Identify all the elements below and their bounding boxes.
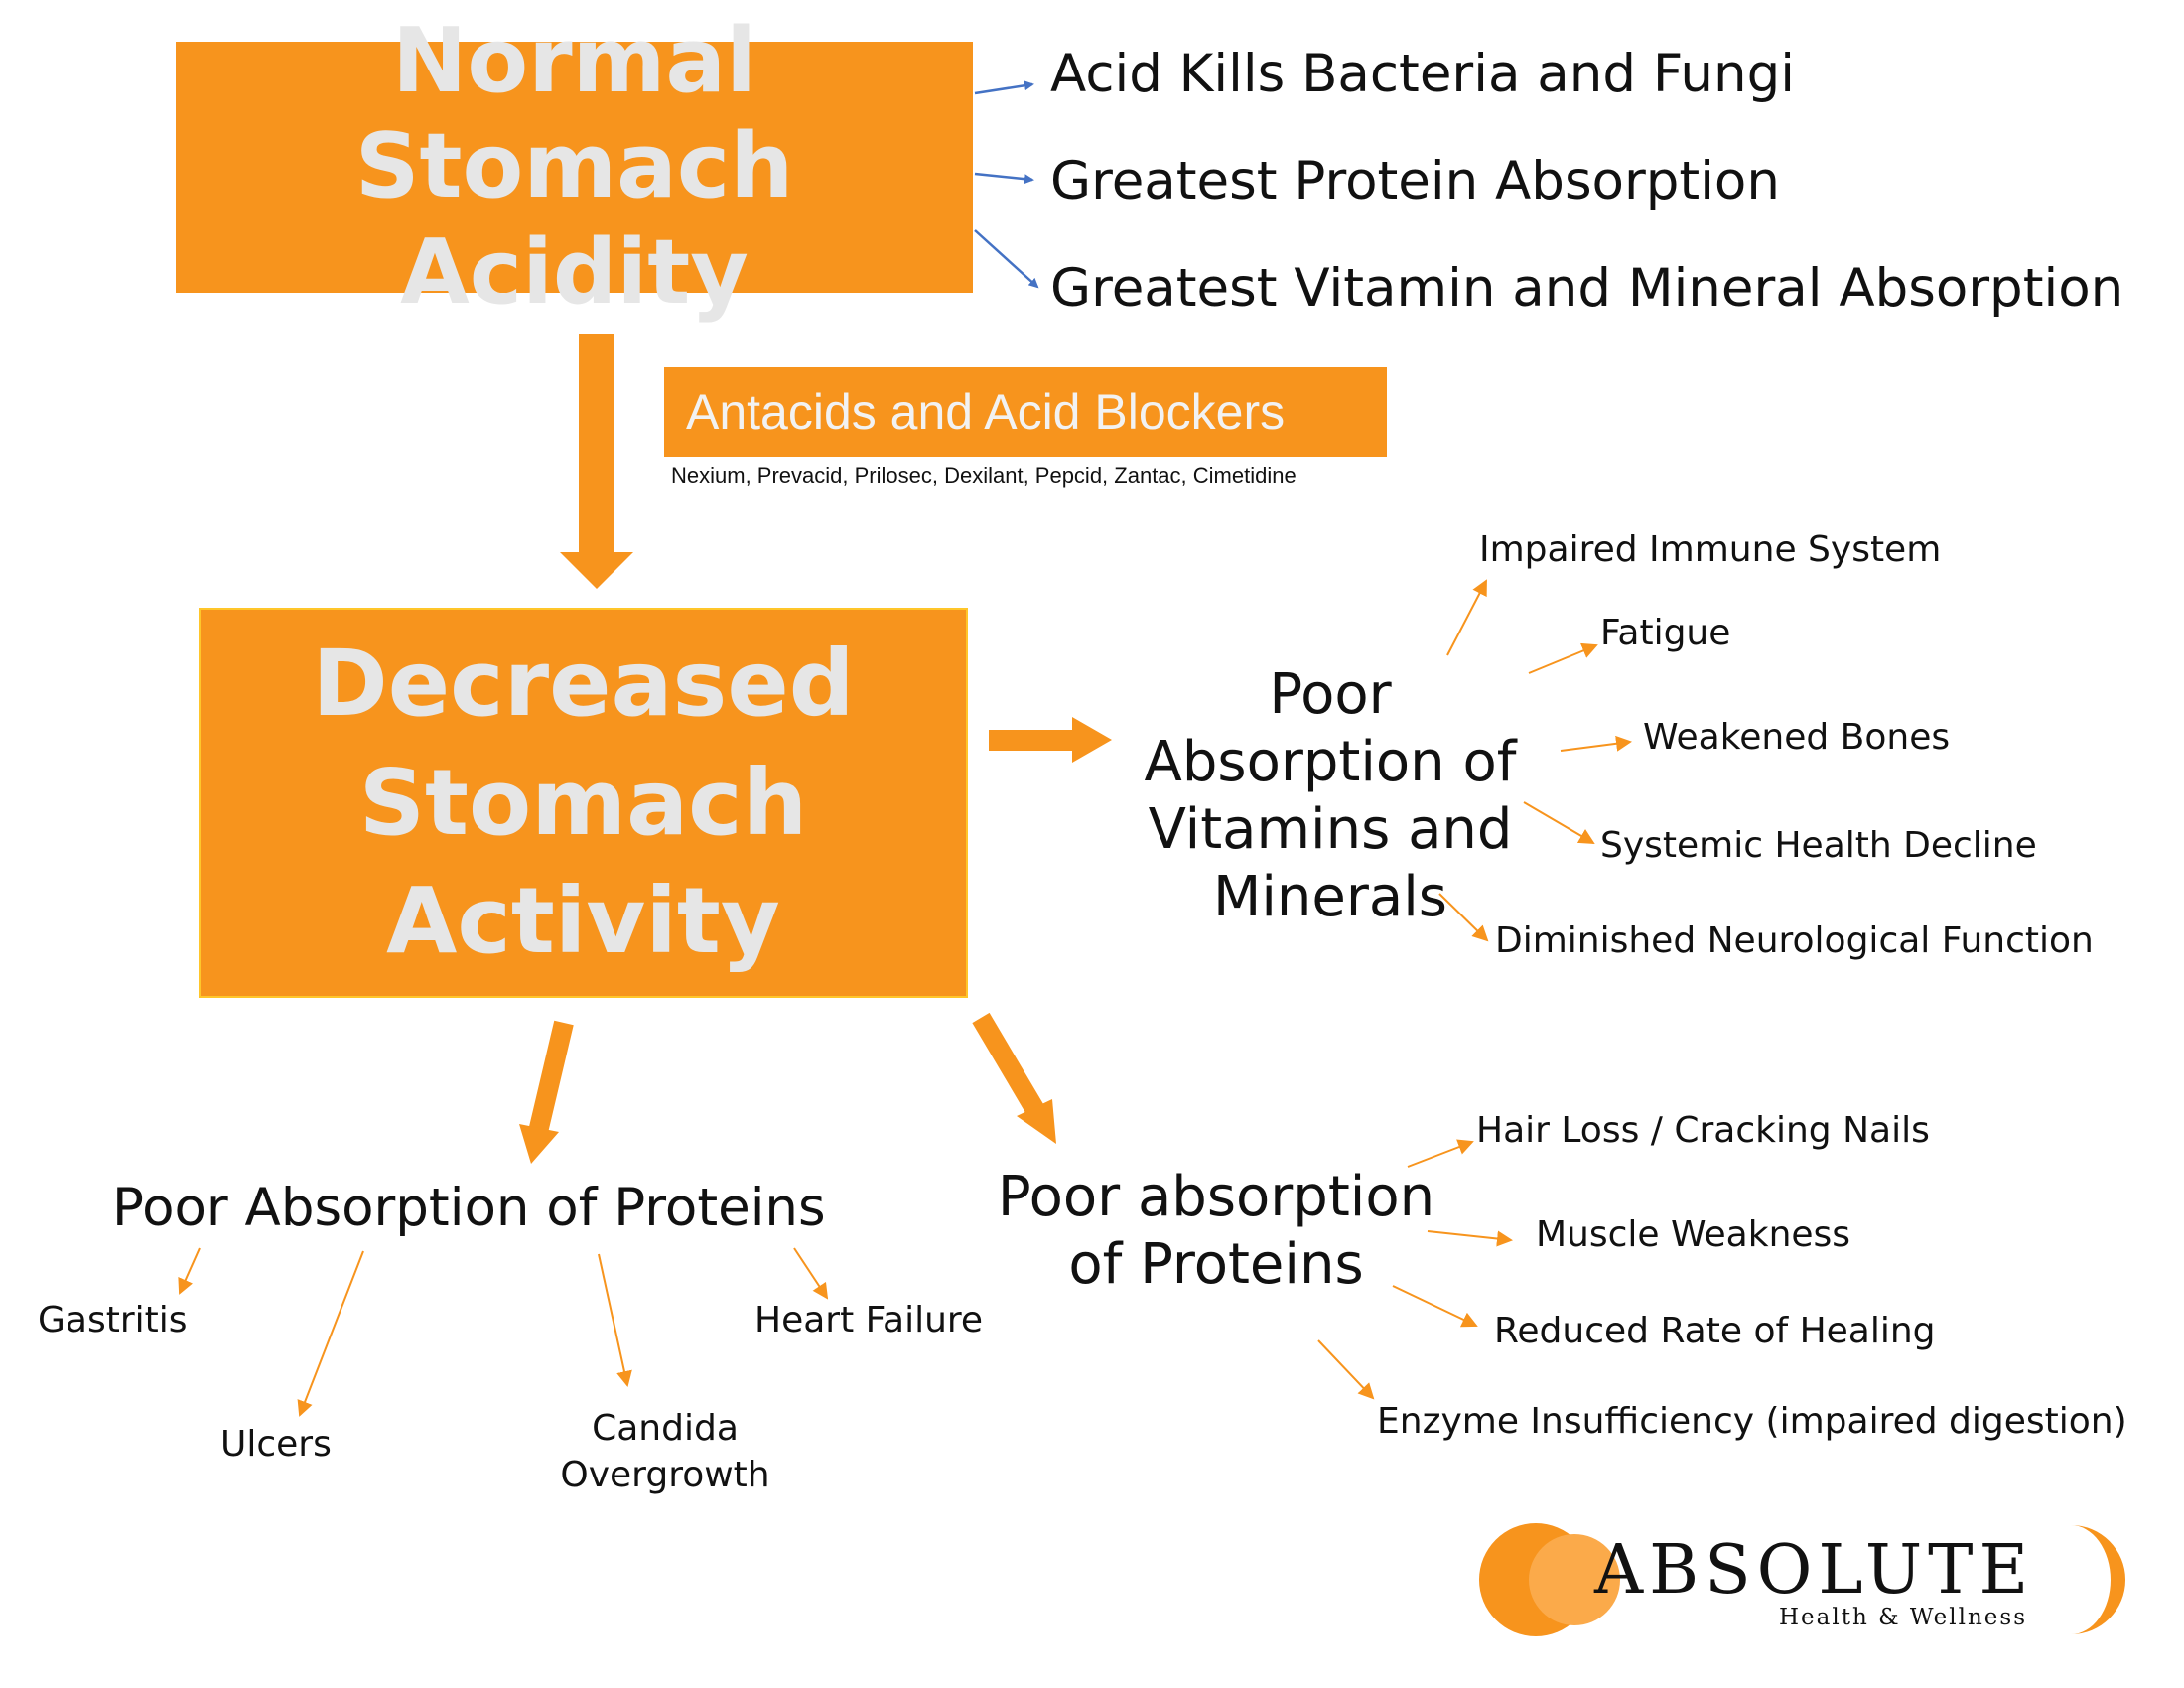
effect-acid-kills: Acid Kills Bacteria and Fungi xyxy=(1050,44,1795,104)
antacids-label: Antacids and Acid Blockers xyxy=(686,383,1286,440)
arrow-down-main xyxy=(560,334,633,589)
effect-vitamin-absorption: Greatest Vitamin and Mineral Absorption xyxy=(1050,258,2124,319)
vitamins-line3: Vitamins and xyxy=(1148,797,1513,862)
effect-bones: Weakened Bones xyxy=(1643,717,1951,758)
arrow-to-muscle xyxy=(1427,1230,1513,1247)
poor-protein-absorption-left: Poor Absorption of Proteins xyxy=(112,1178,826,1238)
normal-box-line2: Stomach Acidity xyxy=(354,114,794,325)
decreased-box-line3: Activity xyxy=(386,868,780,975)
decreased-stomach-activity-box: Decreased Stomach Activity xyxy=(199,608,968,998)
proteins-right-line1: Poor absorption xyxy=(997,1165,1435,1229)
effect-systemic: Systemic Health Decline xyxy=(1600,825,2037,866)
vitamins-line1: Poor xyxy=(1269,662,1392,727)
arrow-to-fatigue xyxy=(1528,642,1598,674)
arrow-to-poor-proteins-left xyxy=(519,1020,574,1164)
arrow-to-ulcers xyxy=(297,1250,364,1417)
normal-stomach-acidity-box: Normal Stomach Acidity xyxy=(176,9,973,325)
logo-tagline: Health & Wellness xyxy=(1779,1605,2028,1630)
effect-hair-loss: Hair Loss / Cracking Nails xyxy=(1476,1110,1930,1151)
arrow-to-vitamin-absorption xyxy=(974,229,1039,289)
proteins-right-line2: of Proteins xyxy=(1068,1232,1364,1297)
effect-protein-absorption: Greatest Protein Absorption xyxy=(1050,151,1780,211)
effect-candida: Candida Overgrowth xyxy=(536,1405,794,1498)
arrow-to-gastritis xyxy=(178,1247,201,1295)
arrow-to-poor-proteins-right xyxy=(972,1012,1056,1144)
poor-vitamin-absorption-node: Poor Absorption of Vitamins and Minerals xyxy=(1132,661,1529,931)
effect-fatigue: Fatigue xyxy=(1600,613,1731,653)
candida-line2: Overgrowth xyxy=(560,1455,770,1495)
arrow-to-candida xyxy=(598,1253,632,1387)
arrow-to-hair xyxy=(1407,1139,1474,1168)
decreased-box-line1: Decreased xyxy=(312,631,855,738)
arrow-to-bones xyxy=(1560,735,1632,752)
arrow-to-immune xyxy=(1446,579,1487,656)
decreased-box-line2: Stomach xyxy=(358,749,808,856)
effect-muscle: Muscle Weakness xyxy=(1536,1214,1851,1255)
candida-line1: Candida xyxy=(592,1408,739,1449)
effect-neuro: Diminished Neurological Function xyxy=(1495,920,2094,961)
arrow-to-enzyme xyxy=(1317,1339,1375,1400)
arrow-to-heart xyxy=(793,1247,829,1300)
poor-protein-absorption-right: Poor absorption of Proteins xyxy=(993,1164,1439,1299)
arrow-to-protein-absorption xyxy=(974,172,1034,185)
effect-ulcers: Ulcers xyxy=(220,1424,332,1465)
vitamins-line2: Absorption of xyxy=(1144,730,1517,794)
effect-healing: Reduced Rate of Healing xyxy=(1494,1311,1936,1351)
absolute-logo: ABSOLUTE Health & Wellness xyxy=(1477,1521,2132,1638)
antacids-box: Antacids and Acid Blockers xyxy=(664,367,1387,457)
effect-enzyme: Enzyme Insufficiency (impaired digestion… xyxy=(1377,1401,2127,1442)
effect-heart-failure: Heart Failure xyxy=(754,1300,984,1340)
logo-brand: ABSOLUTE xyxy=(1594,1531,2035,1610)
arrow-to-systemic xyxy=(1523,801,1595,845)
normal-box-line1: Normal xyxy=(392,9,756,114)
vitamins-line4: Minerals xyxy=(1213,865,1447,929)
antacids-drug-list: Nexium, Prevacid, Prilosec, Dexilant, Pe… xyxy=(671,463,1297,488)
effect-immune: Impaired Immune System xyxy=(1479,529,1942,570)
arrow-right-main xyxy=(989,717,1112,763)
logo-mark-icon xyxy=(1479,1523,2126,1636)
arrow-to-acid-kills xyxy=(974,80,1034,95)
effect-gastritis: Gastritis xyxy=(38,1300,188,1340)
arrow-to-healing xyxy=(1392,1285,1478,1328)
arrow-to-neuro xyxy=(1438,893,1489,942)
